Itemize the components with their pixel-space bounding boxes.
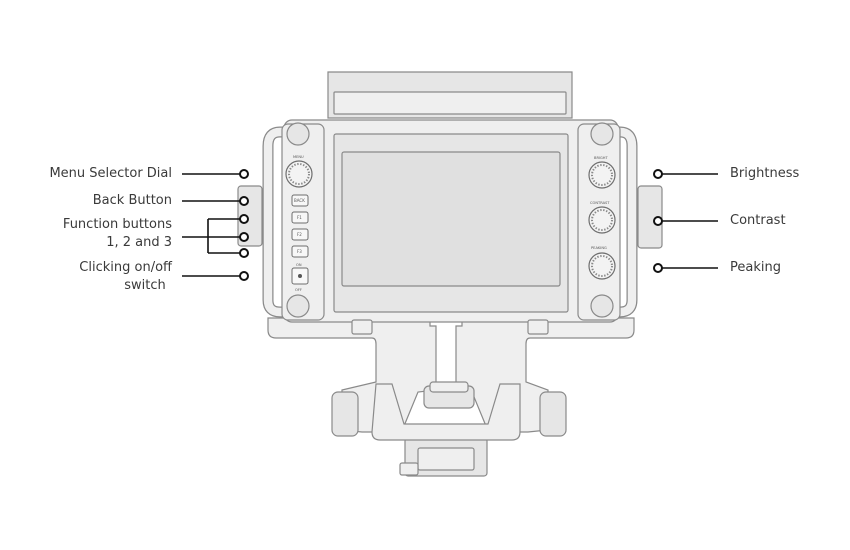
corner-knob-top-left <box>286 122 310 146</box>
marker-menu-selector-dial <box>239 169 249 179</box>
bracket-yoke <box>371 383 521 441</box>
right-controls: BRIGHT CONTRAST PEAKING <box>588 156 616 280</box>
screen-foot-right <box>527 319 549 335</box>
function-button-f3[interactable] <box>291 245 309 258</box>
callout-peaking: Peaking <box>730 260 781 275</box>
marker-function-button-1 <box>239 214 249 224</box>
marker-onoff-switch <box>239 271 249 281</box>
function-button-f1-label: F1 <box>297 215 302 220</box>
menu-dial-label: MENU <box>293 155 304 159</box>
callout-contrast: Contrast <box>730 213 786 228</box>
function-button-f3-label: F3 <box>297 249 302 254</box>
left-callouts: Menu Selector Dial Back Button Function … <box>49 166 249 293</box>
back-button-label: BACK <box>294 198 305 203</box>
right-handle-inner <box>600 127 637 317</box>
peaking-dial-label: PEAKING <box>591 246 607 250</box>
left-lock-knob <box>331 391 359 437</box>
contrast-dial-label: CONTRAST <box>590 201 610 205</box>
menu-selector-dial-ring <box>288 163 310 185</box>
back-button[interactable] <box>291 194 309 207</box>
callout-back-button: Back Button <box>93 193 172 208</box>
power-switch-dot <box>298 274 302 278</box>
handles <box>237 126 663 318</box>
right-callouts: Brightness Contrast Peaking <box>653 166 799 275</box>
marker-peaking <box>653 263 663 273</box>
leader-function-buttons <box>182 218 240 254</box>
quick-release-lever <box>399 462 419 476</box>
peaking-dial-ring <box>591 255 613 277</box>
callout-onoff-switch-line2: switch <box>124 278 166 293</box>
corner-knobs <box>286 122 614 318</box>
screen-foot-left <box>351 319 373 335</box>
function-button-f1[interactable] <box>291 211 309 224</box>
corner-knob-bottom-right <box>590 294 614 318</box>
function-button-f2-label: F2 <box>297 232 302 237</box>
brightness-dial-ring <box>591 164 613 186</box>
hood-lip <box>333 91 567 115</box>
function-button-f2[interactable] <box>291 228 309 241</box>
quick-release-plate-inner <box>417 447 475 471</box>
callout-function-buttons-line1: Function buttons <box>63 217 172 232</box>
corner-knob-bottom-left <box>286 294 310 318</box>
right-lock-knob <box>539 391 567 437</box>
marker-back-button <box>239 196 249 206</box>
callout-function-buttons-line2: 1, 2 and 3 <box>106 235 172 250</box>
callout-brightness: Brightness <box>730 166 799 181</box>
right-clamp <box>637 185 663 249</box>
marker-function-button-2 <box>239 232 249 242</box>
marker-function-button-3 <box>239 248 249 258</box>
lcd-screen <box>341 151 561 287</box>
monitor-body <box>281 119 621 335</box>
marker-contrast <box>653 216 663 226</box>
corner-knob-top-right <box>590 122 614 146</box>
mounting-bracket <box>267 317 635 477</box>
tilt-knob-cap <box>429 381 469 393</box>
left-controls: MENU BACK F1 F2 F3 ON OFF <box>285 155 313 292</box>
bright-dial-label: BRIGHT <box>594 156 609 160</box>
left-handle-inner <box>263 127 300 317</box>
power-on-label: ON <box>296 263 302 267</box>
callout-menu-selector-dial: Menu Selector Dial <box>49 166 172 181</box>
sunshade-hood <box>327 71 573 133</box>
marker-brightness <box>653 169 663 179</box>
contrast-dial-ring <box>591 209 613 231</box>
callout-onoff-switch-line1: Clicking on/off <box>79 260 173 275</box>
power-off-label: OFF <box>295 288 302 292</box>
